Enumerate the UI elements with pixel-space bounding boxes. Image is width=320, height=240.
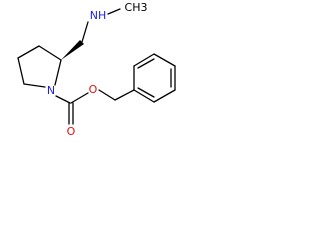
ring-bond-c4-c5 <box>17 57 25 85</box>
bond-n-carbonyl <box>55 95 71 104</box>
ester-oxygen-label: O <box>89 83 98 96</box>
bond-ch2-nh <box>81 21 89 43</box>
amine-nh-label: NH <box>90 9 107 22</box>
stereo-wedge-bond <box>61 40 84 60</box>
bond-ch2-phenyl <box>114 89 135 101</box>
chemical-structure: NH CH3 N O O <box>17 1 176 138</box>
phenyl-ring <box>133 53 176 103</box>
methyl-label: CH3 <box>125 1 148 14</box>
bond-oester-ch2 <box>98 89 116 101</box>
ring-bond-c3-c4 <box>17 45 40 59</box>
ring-nitrogen-label: N <box>47 84 55 97</box>
bond-nh-ch3 <box>107 8 121 15</box>
carbonyl-oxygen-label: O <box>67 125 76 138</box>
ring-bond-c5-n <box>23 83 46 88</box>
ring-bond-c2-c3 <box>38 45 62 61</box>
bond-carbonyl-oester <box>70 92 89 104</box>
ring-bond-n-c2 <box>54 59 62 86</box>
